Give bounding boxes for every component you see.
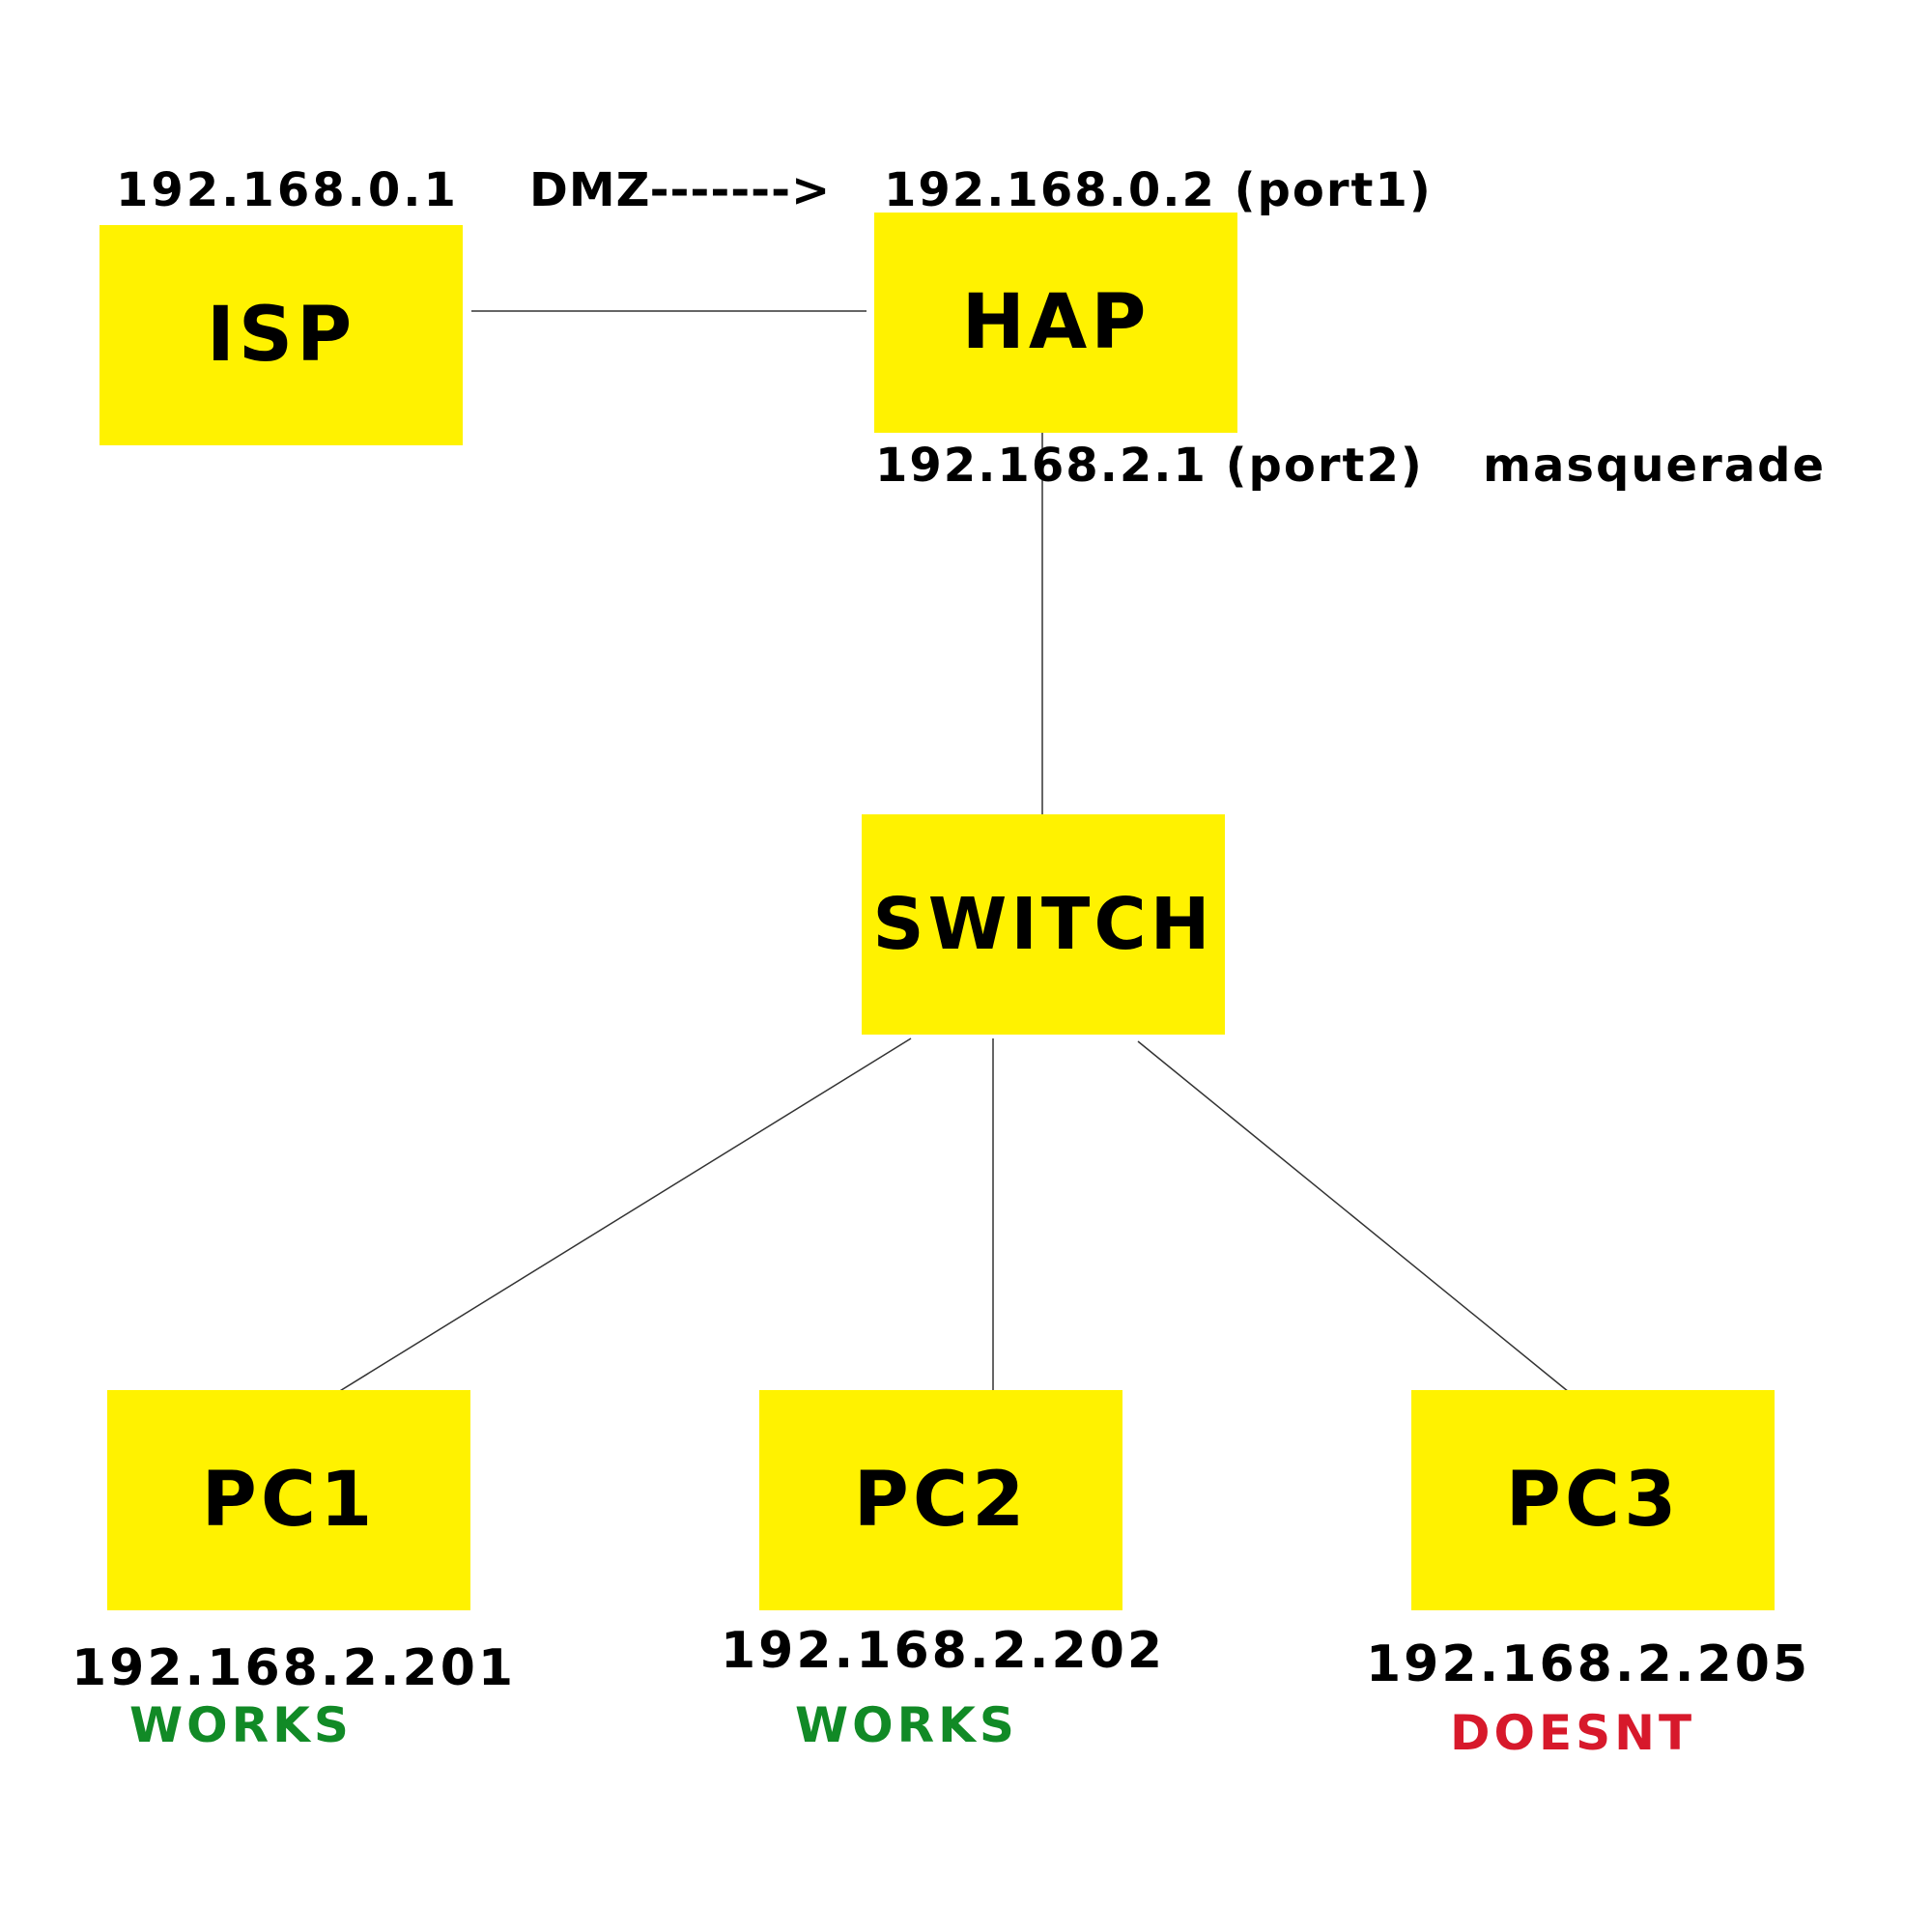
pc3-label: PC3 <box>1505 1457 1681 1544</box>
isp-node: ISP <box>99 225 463 445</box>
switch-node: SWITCH <box>862 814 1225 1035</box>
pc3-status-doesnt: DOESNT <box>1450 1705 1696 1761</box>
pc2-node: PC2 <box>759 1390 1122 1610</box>
dmz-arrow-label: DMZ-------> <box>529 163 832 217</box>
hap-port1-label: 192.168.0.2 (port1) <box>884 163 1433 217</box>
hap-label: HAP <box>961 279 1151 366</box>
pc1-status-works: WORKS <box>129 1697 353 1753</box>
link-switch-pc1 <box>329 1037 912 1398</box>
pc1-ip-label: 192.168.2.201 <box>71 1639 517 1697</box>
pc2-label: PC2 <box>853 1457 1029 1544</box>
pc3-ip-label: 192.168.2.205 <box>1366 1635 1811 1693</box>
pc1-label: PC1 <box>201 1457 377 1544</box>
pc3-node: PC3 <box>1411 1390 1775 1610</box>
pc2-ip-label: 192.168.2.202 <box>721 1622 1166 1680</box>
isp-label: ISP <box>206 292 356 379</box>
isp-ip-label: 192.168.0.1 <box>116 163 459 217</box>
masquerade-label: masquerade <box>1483 439 1827 493</box>
hap-node: HAP <box>874 213 1237 433</box>
pc2-status-works: WORKS <box>795 1697 1018 1753</box>
switch-label: SWITCH <box>872 883 1214 966</box>
link-switch-pc3 <box>1137 1040 1585 1406</box>
hap-port2-label: 192.168.2.1 (port2) <box>875 439 1424 493</box>
pc1-node: PC1 <box>107 1390 470 1610</box>
